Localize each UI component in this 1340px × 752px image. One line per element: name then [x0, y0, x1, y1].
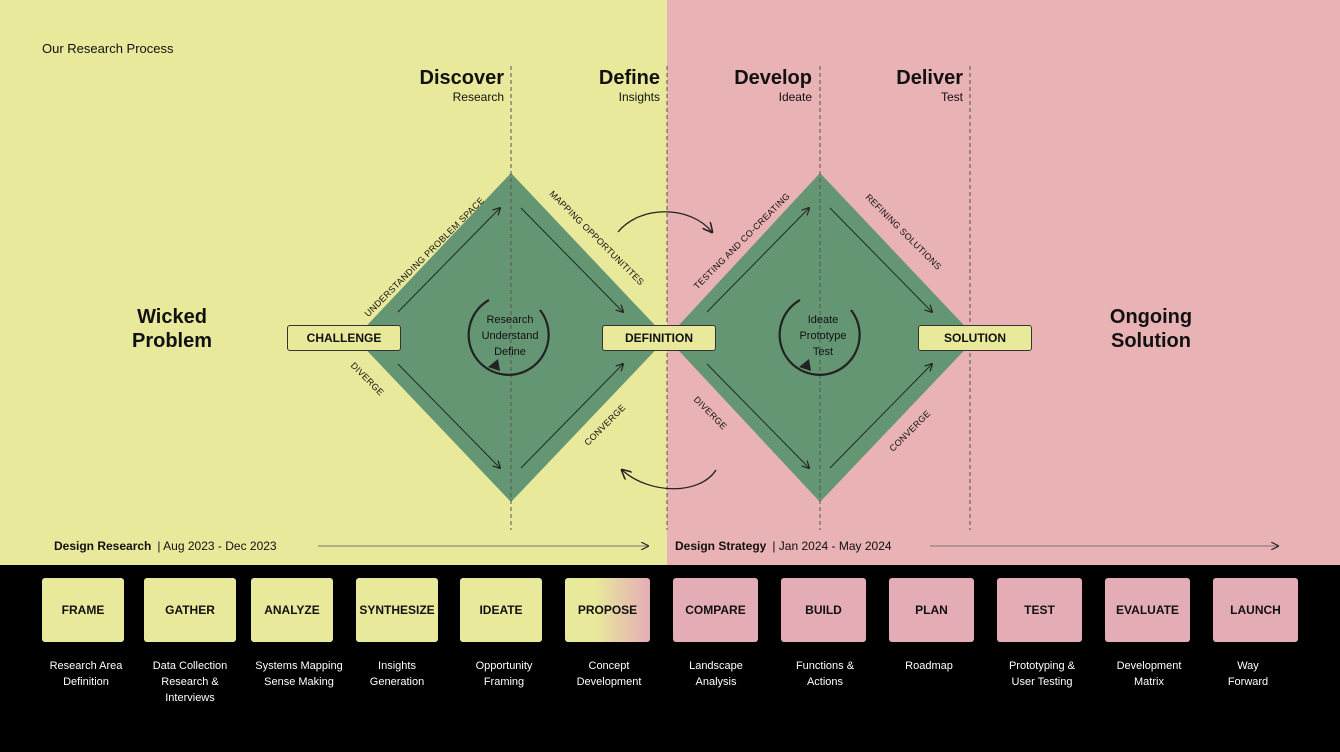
definition-tag: DEFINITION	[602, 325, 716, 351]
step-gather: GATHER	[144, 578, 236, 642]
step-plan: PLAN	[889, 578, 974, 642]
step-test: TEST	[997, 578, 1082, 642]
caption-plan: Roadmap	[905, 660, 953, 672]
phase-define: Define Insights	[560, 67, 660, 104]
step-build: BUILD	[781, 578, 866, 642]
phase-title: Discover	[419, 67, 505, 89]
timeline-design-research: Design Research| Aug 2023 - Dec 2023	[54, 539, 277, 553]
step-propose: PROPOSE	[565, 578, 650, 642]
phase-subtitle: Research	[452, 90, 504, 104]
phase-subtitle: Insights	[618, 90, 660, 104]
phase-deliver: Deliver Test	[863, 67, 963, 104]
phase-title: Deliver	[896, 67, 963, 89]
phase-develop: Develop Ideate	[712, 67, 812, 104]
phase-discover: Discover Research	[404, 67, 505, 104]
phase-subtitle: Test	[940, 90, 963, 104]
step-compare: COMPARE	[673, 578, 758, 642]
solution-tag: SOLUTION	[918, 325, 1032, 351]
timeline-design-strategy: Design Strategy| Jan 2024 - May 2024	[675, 539, 892, 553]
step-analyze: ANALYZE	[251, 578, 333, 642]
page-title: Our Research Process	[42, 41, 174, 56]
phase-title: Develop	[734, 67, 812, 89]
step-launch: LAUNCH	[1213, 578, 1298, 642]
phase-subtitle: Ideate	[778, 90, 812, 104]
step-evaluate: EVALUATE	[1105, 578, 1190, 642]
caption-build: Functions &Actions	[795, 660, 855, 688]
phase-title: Define	[598, 67, 660, 89]
double-diamond-graphic	[318, 66, 1340, 565]
challenge-tag: CHALLENGE	[287, 325, 401, 351]
caption-test: Prototyping &User Testing	[1008, 660, 1076, 688]
step-synthesize: SYNTHESIZE	[356, 578, 438, 642]
step-frame: FRAME	[42, 578, 124, 642]
discover-define-diamond	[355, 173, 667, 502]
develop-deliver-diamond	[667, 173, 976, 502]
step-ideate: IDEATE	[460, 578, 542, 642]
